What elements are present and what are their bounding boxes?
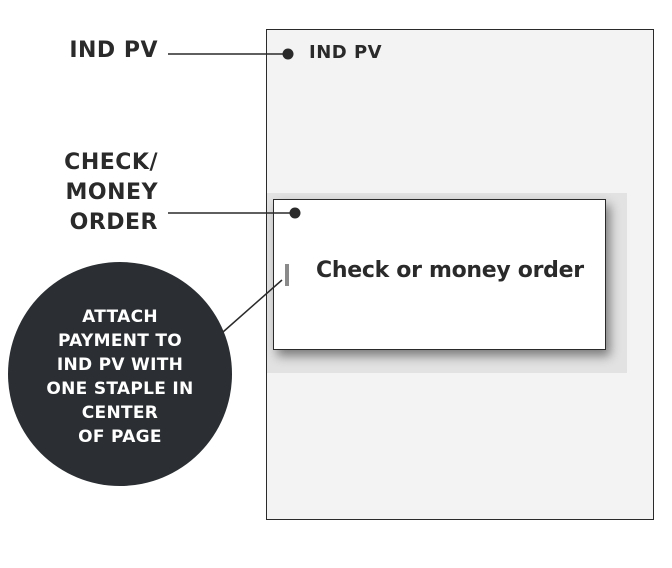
- staple-leader: [222, 279, 283, 333]
- instruction-line: ATTACH: [82, 307, 158, 327]
- check-money-order-slip: [273, 199, 606, 350]
- check-label-line: MONEY: [65, 180, 158, 205]
- check-label-line: ORDER: [69, 210, 158, 235]
- instruction-line: ONE STAPLE IN: [46, 379, 194, 399]
- instruction-line: PAYMENT TO: [57, 331, 183, 351]
- staple-mark: [285, 264, 289, 286]
- instruction-line: OF PAGE: [78, 427, 162, 447]
- instruction-circle: [8, 262, 232, 486]
- instruction-line: IND PV WITH: [56, 355, 184, 375]
- check-label-line: CHECK/: [64, 150, 158, 175]
- ind-pv-label: IND PV: [69, 38, 158, 63]
- instruction-text: ATTACH PAYMENT TO IND PV WITH ONE STAPLE…: [8, 305, 232, 449]
- check-dot: [289, 207, 301, 219]
- check-text: Check or money order: [316, 258, 584, 283]
- ind-pv-dot: [282, 48, 294, 60]
- check-money-order-label: CHECK/ MONEY ORDER: [20, 148, 158, 238]
- instruction-line: CENTER: [81, 403, 159, 423]
- page-ind-pv-label: IND PV: [309, 42, 383, 63]
